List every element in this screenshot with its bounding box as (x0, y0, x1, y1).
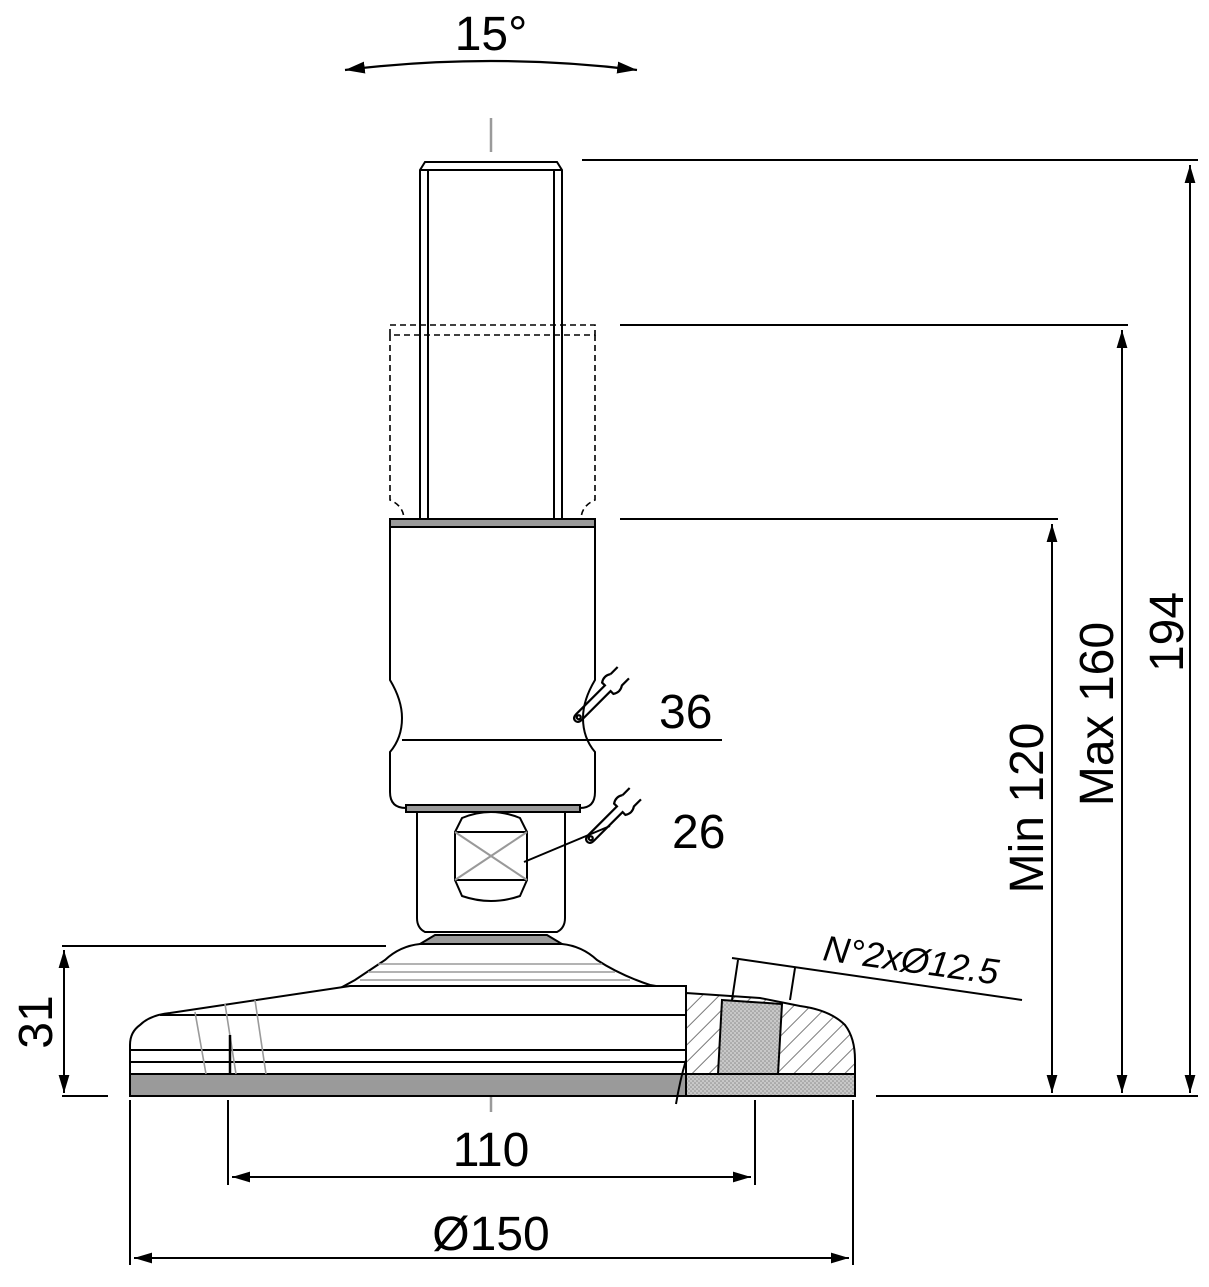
base-diameter-label: Ø150 (432, 1208, 549, 1261)
wrench-lower-leader (523, 825, 611, 863)
tilt-angle-arc (344, 59, 638, 74)
wrench-upper-size: 36 (659, 686, 712, 739)
holes-note-leader (731, 957, 1023, 1001)
tilt-angle-label: 15° (455, 8, 528, 61)
max-height-label: Max 160 (1071, 622, 1124, 806)
housing-body (389, 518, 596, 813)
threaded-stem (419, 161, 563, 523)
wrench-lower-size: 26 (672, 806, 725, 859)
wrench-icon (585, 787, 642, 844)
lower-neck (416, 811, 566, 933)
base-disc (129, 985, 687, 1097)
min-height-label: Min 120 (1001, 723, 1054, 894)
hole-spacing-label: 110 (453, 1124, 530, 1177)
base-section (675, 991, 856, 1105)
extension-lines (62, 159, 1198, 1265)
wrench-icon (573, 666, 630, 723)
total-height-label: 194 (1141, 592, 1194, 672)
base-height-label: 31 (10, 995, 63, 1048)
ball-joint-collar (416, 934, 566, 945)
holes-note: N°2xØ12.5 (821, 927, 1002, 992)
